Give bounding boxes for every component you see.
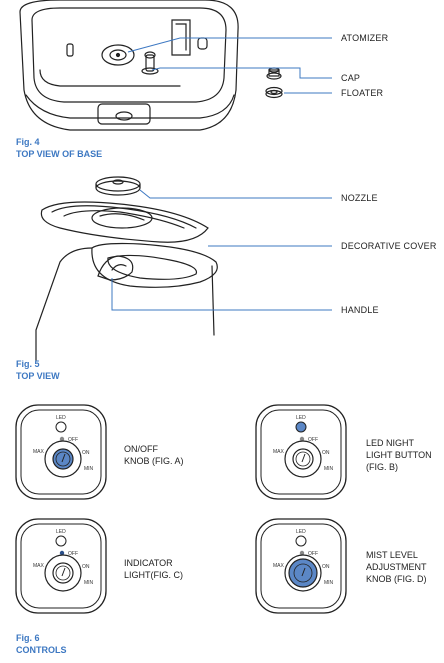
dial-ring — [44, 440, 82, 478]
panel-frame-outer — [15, 518, 107, 614]
fig5-title: TOP VIEW — [16, 371, 60, 381]
min-text: MIN — [324, 580, 334, 586]
panel-frame-inner — [20, 523, 102, 609]
led-button-icon — [55, 535, 67, 547]
off-text: OFF — [308, 437, 318, 443]
knob-center — [295, 451, 311, 467]
fig4-title: TOP VIEW OF BASE — [16, 149, 103, 159]
fig5-number: Fig. 5 — [16, 359, 40, 369]
panel-frame-inner — [260, 409, 342, 495]
knob-center — [55, 565, 71, 581]
caption-fig-b-line3: (FIG. B) — [366, 462, 398, 472]
caption-fig-d-line1: MIST LEVEL — [366, 550, 418, 560]
fig6-controls-drawing: LED OFF MAX ON MIN LED OFF MAX ON MIN LED OFF MAX ON M… — [15, 404, 347, 614]
knob-center — [293, 563, 313, 583]
indicator-light-icon — [59, 436, 65, 442]
control-panel-3: LED OFF MAX ON MIN — [255, 518, 347, 614]
indicator-light-icon — [299, 436, 305, 442]
led-text: LED — [56, 415, 66, 421]
fig4-base-drawing — [19, 0, 332, 131]
on-text: ON — [82, 564, 90, 570]
on-text: ON — [322, 564, 330, 570]
callout-nozzle: NOZZLE — [341, 193, 378, 203]
fig6-title: CONTROLS — [16, 645, 67, 655]
off-text: OFF — [308, 551, 318, 557]
control-panel-0: LED OFF MAX ON MIN — [15, 404, 107, 500]
max-text: MAX — [273, 449, 285, 455]
caption-fig-a-line1: ON/OFF — [124, 444, 158, 454]
off-text: OFF — [68, 437, 78, 443]
callout-handle: HANDLE — [341, 305, 379, 315]
knob-center — [55, 451, 71, 467]
dial-ring — [44, 554, 82, 592]
panel-frame-inner — [20, 409, 102, 495]
indicator-light-icon — [59, 550, 65, 556]
knob-pointer — [61, 567, 66, 577]
callout-cap: CAP — [341, 73, 361, 83]
caption-fig-d: MIST LEVEL ADJUSTMENT KNOB (FIG. D) — [366, 549, 427, 585]
on-text: ON — [82, 450, 90, 456]
caption-fig-c: INDICATOR LIGHT(FIG. C) — [124, 557, 183, 581]
led-text: LED — [296, 415, 306, 421]
caption-fig-b-line1: LED NIGHT — [366, 438, 415, 448]
min-text: MIN — [324, 466, 334, 472]
caption-fig-b: LED NIGHT LIGHT BUTTON (FIG. B) — [366, 437, 432, 473]
led-text: LED — [296, 529, 306, 535]
caption-fig-a-line2: KNOB (FIG. A) — [124, 456, 184, 466]
panel-frame-outer — [15, 404, 107, 500]
max-text: MAX — [33, 449, 45, 455]
fig6-number: Fig. 6 — [16, 633, 40, 643]
callout-atomizer: ATOMIZER — [341, 33, 389, 43]
control-panel-1: LED OFF MAX ON MIN — [255, 404, 347, 500]
knob-pointer — [61, 453, 66, 463]
caption-fig-c-line1: INDICATOR — [124, 558, 173, 568]
caption-fig-a: ON/OFF KNOB (FIG. A) — [124, 443, 184, 467]
led-button-icon — [295, 535, 307, 547]
dial-ring — [284, 440, 322, 478]
fig4-number: Fig. 4 — [16, 137, 40, 147]
max-text: MAX — [33, 563, 45, 569]
led-button-icon — [295, 421, 307, 433]
led-text: LED — [56, 529, 66, 535]
dial-ring — [284, 554, 322, 592]
fig5-top-view-drawing — [35, 176, 332, 361]
min-text: MIN — [84, 580, 94, 586]
panel-frame-outer — [255, 404, 347, 500]
panel-frame-inner — [260, 523, 342, 609]
led-button-icon — [55, 421, 67, 433]
caption-fig-d-line2: ADJUSTMENT — [366, 562, 427, 572]
off-text: OFF — [68, 551, 78, 557]
caption-fig-b-line2: LIGHT BUTTON — [366, 450, 432, 460]
knob-pointer — [301, 453, 306, 463]
caption-fig-d-line3: KNOB (FIG. D) — [366, 574, 427, 584]
max-text: MAX — [273, 563, 285, 569]
min-text: MIN — [84, 466, 94, 472]
on-text: ON — [322, 450, 330, 456]
caption-fig-c-line2: LIGHT(FIG. C) — [124, 570, 183, 580]
knob-pointer — [301, 567, 306, 577]
callout-floater: FLOATER — [341, 88, 384, 98]
control-panel-2: LED OFF MAX ON MIN — [15, 518, 107, 614]
panel-frame-outer — [255, 518, 347, 614]
indicator-light-icon — [299, 550, 305, 556]
callout-decorative-cover: DECORATIVE COVER — [341, 241, 437, 251]
